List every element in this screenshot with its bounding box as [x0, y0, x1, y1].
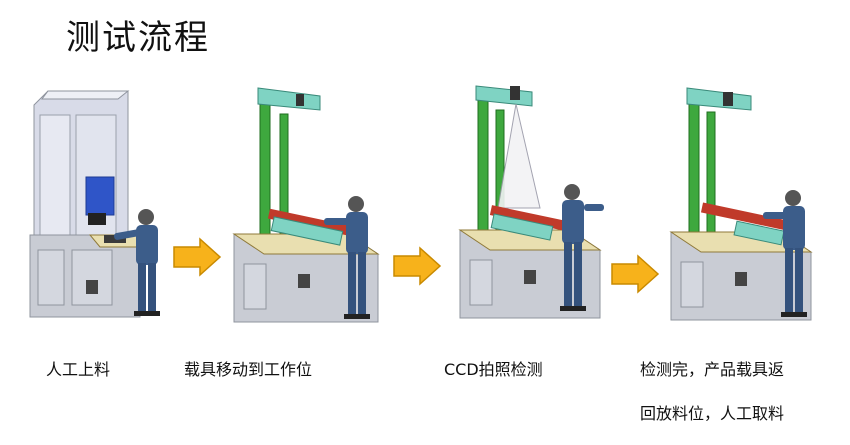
worker-figure [113, 209, 160, 316]
worker-figure [763, 190, 807, 317]
step-4-label-line2: 回放料位，人工取料 [640, 404, 785, 423]
arrow-right-icon [172, 237, 222, 281]
arrow-right-icon [392, 246, 442, 290]
screen-icon [85, 176, 115, 216]
stage-ccd-inspection [458, 85, 604, 319]
step-1-label: 人工上料 [46, 360, 111, 379]
stage-manual-unloading [669, 87, 813, 321]
camera-icon [296, 94, 304, 106]
worker-figure [324, 196, 370, 319]
step-4-label-line1: 检测完，产品载具返 [640, 360, 785, 379]
stage-carrier-moving [232, 87, 380, 323]
camera-icon [723, 92, 733, 106]
stage-manual-loading [29, 90, 160, 318]
step-3-label: CCD拍照检测 [444, 360, 543, 379]
step-2-label: 载具移动到工作位 [184, 360, 313, 379]
arrow-right-icon [610, 254, 660, 298]
camera-icon [510, 86, 520, 100]
worker-figure [560, 184, 604, 311]
page-title: 测试流程 [66, 18, 210, 58]
